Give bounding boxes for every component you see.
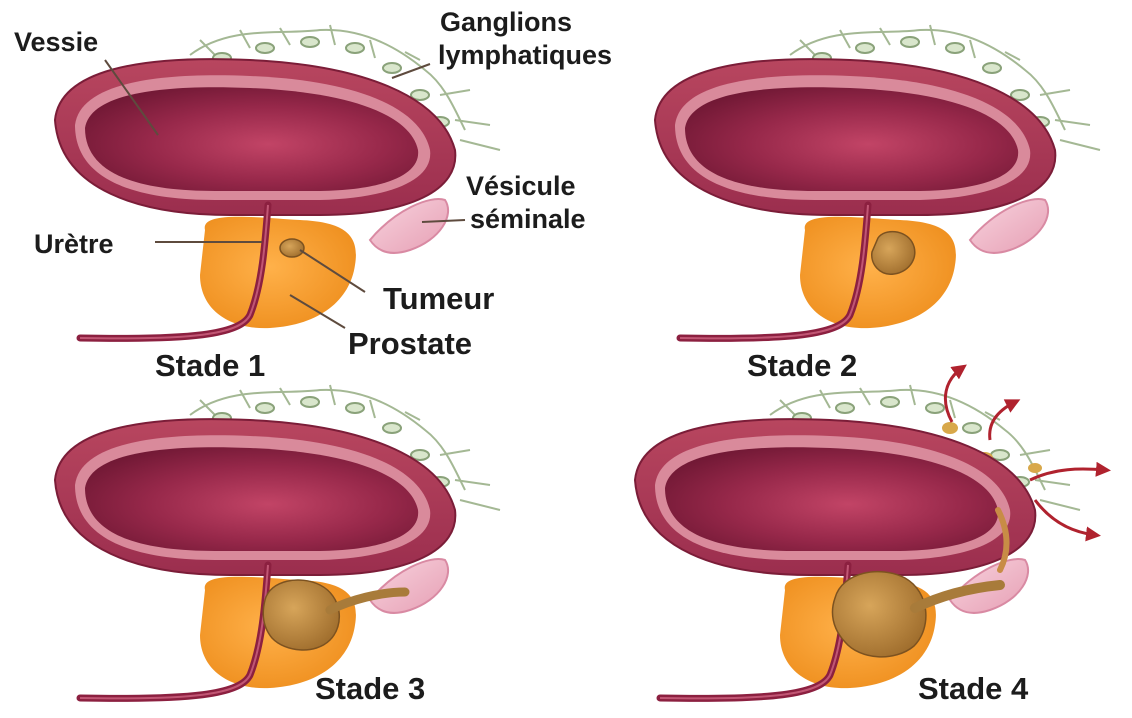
stage-2-title: Stade 2 bbox=[747, 350, 857, 383]
stage-1-title: Stade 1 bbox=[155, 350, 265, 383]
label-tumeur: Tumeur bbox=[383, 283, 494, 316]
stage-3-title: Stade 3 bbox=[315, 673, 425, 706]
tumor-advanced bbox=[832, 572, 925, 657]
label-uretre: Urètre bbox=[34, 230, 114, 258]
prostate-gland bbox=[800, 217, 956, 328]
tumor-small bbox=[280, 239, 304, 257]
label-ganglions-line1: Ganglions bbox=[440, 8, 572, 36]
label-vesicule-line2: séminale bbox=[470, 205, 586, 233]
label-vessie: Vessie bbox=[14, 28, 98, 56]
stage-2-panel bbox=[655, 25, 1100, 338]
tumor-medium bbox=[872, 232, 915, 275]
stage-4-title: Stade 4 bbox=[918, 673, 1028, 706]
prostate-gland bbox=[200, 217, 356, 328]
tumor-large bbox=[263, 580, 339, 650]
label-vesicule-line1: Vésicule bbox=[466, 172, 576, 200]
label-prostate: Prostate bbox=[348, 328, 472, 361]
label-ganglions-line2: lymphatiques bbox=[438, 41, 612, 69]
stage-4-panel bbox=[635, 368, 1105, 698]
stage-3-panel bbox=[55, 385, 500, 698]
